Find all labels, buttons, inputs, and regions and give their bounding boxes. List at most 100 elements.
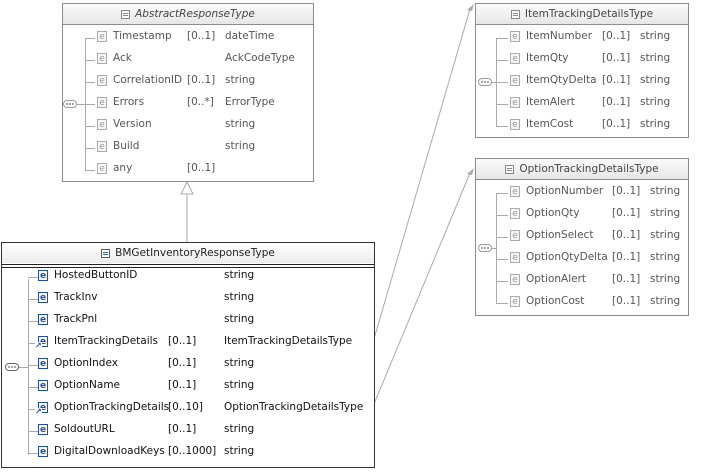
element-type: string [650, 251, 681, 263]
tree-branch [496, 38, 508, 39]
element-icon: e [510, 97, 520, 108]
element-icon: e [510, 208, 520, 219]
tree-branch [496, 259, 508, 260]
element-row-itemtrackingdetails[interactable]: eItemTrackingDetails [0..1] ItemTracking… [28, 335, 372, 351]
element-type: string [650, 207, 681, 219]
element-icon: e [510, 274, 520, 285]
complex-type-icon [505, 164, 515, 174]
element-cardinality: [0..1] [168, 335, 197, 347]
element-icon: e [510, 119, 520, 130]
element-type: string [224, 379, 255, 391]
element-type: string [224, 313, 255, 325]
element-type: string [225, 74, 256, 86]
element-cardinality: [0..1] [612, 295, 641, 307]
element-row-optiontrackingdetails[interactable]: eOptionTrackingDetails [0..10] OptionTra… [28, 401, 372, 417]
element-type: string [650, 185, 681, 197]
reference-arrow-icon: e [35, 336, 48, 350]
element-cardinality: [0..1] [602, 74, 631, 86]
element-icon: e [97, 97, 107, 108]
tree-branch [85, 170, 95, 171]
element-cardinality: [0..1] [612, 229, 641, 241]
element-icon: e [38, 270, 48, 281]
element-icon: e [510, 296, 520, 307]
option-tracking-details-type-header: OptionTrackingDetailsType [476, 159, 688, 180]
tree-branch [85, 126, 95, 127]
element-cardinality: [0..1] [602, 52, 631, 64]
element-cardinality: [0..*] [187, 96, 214, 108]
sequence-icon[interactable] [63, 100, 77, 108]
element-cardinality: [0..10] [168, 401, 203, 413]
complex-type-icon [510, 9, 520, 19]
element-icon: e [38, 380, 48, 391]
sequence-icon[interactable] [5, 363, 19, 371]
tree-branch [85, 104, 95, 105]
element-name: eOptionTrackingDetails [35, 401, 169, 416]
element-cardinality: [0..1] [187, 74, 216, 86]
element-type: string [224, 269, 255, 281]
header-separator [2, 264, 374, 265]
option-type-arrowhead [467, 168, 474, 175]
sequence-icon[interactable] [478, 244, 492, 252]
element-type: string [640, 118, 671, 130]
tree-branch [85, 82, 95, 83]
sequence-icon[interactable] [478, 78, 492, 86]
tree-stem [490, 248, 496, 249]
element-cardinality: [0..1] [168, 357, 197, 369]
element-cardinality: [0..1] [168, 379, 197, 391]
element-type: string [650, 273, 681, 285]
element-icon: e [97, 31, 107, 42]
element-type: string [640, 96, 671, 108]
element-cardinality: [0..1] [602, 118, 631, 130]
tree-branch [28, 409, 38, 410]
element-name: eItemTrackingDetails [35, 335, 158, 350]
option-type-link [368, 172, 471, 411]
tree-branch [28, 453, 38, 454]
element-icon: e [510, 186, 520, 197]
complex-type-icon [121, 9, 131, 19]
element-cardinality: [0..1] [612, 185, 641, 197]
element-icon: e [38, 292, 48, 303]
tree-branch [496, 215, 508, 216]
